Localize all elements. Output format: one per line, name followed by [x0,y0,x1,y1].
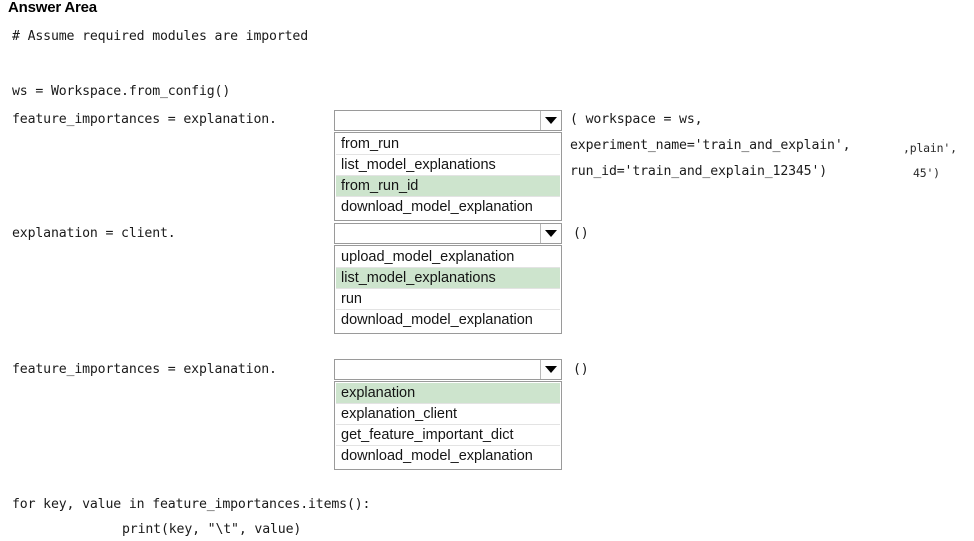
ghost-text-plain: ,plain', [903,141,957,155]
dropdown-3-option-1[interactable]: explanation_client [336,404,560,425]
dropdown-1[interactable]: from_run list_model_explanations from_ru… [334,110,562,221]
trailing-parens-3: () [573,362,589,377]
chevron-down-icon[interactable] [540,111,561,130]
dropdown-2-option-0[interactable]: upload_model_explanation [336,247,560,268]
dropdown-1-option-list[interactable]: from_run list_model_explanations from_ru… [334,132,562,221]
code-line-feature-importances-2: feature_importances = explanation. [12,362,277,377]
dropdown-3-option-2[interactable]: get_feature_important_dict [336,425,560,446]
dropdown-1-option-1[interactable]: list_model_explanations [336,155,560,176]
dropdown-1-box[interactable] [334,110,562,131]
dropdown-3-option-0[interactable]: explanation [336,383,560,404]
dropdown-2-option-list[interactable]: upload_model_explanation list_model_expl… [334,245,562,334]
chevron-down-icon[interactable] [540,360,561,379]
dropdown-3-option-3[interactable]: download_model_explanation [336,446,560,467]
args-line-run-id: run_id='train_and_explain_12345') [570,164,828,179]
code-line-ws-assign: ws = Workspace.from_config() [12,84,231,99]
code-line-comment: # Assume required modules are imported [12,29,309,44]
code-line-feature-importances-1: feature_importances = explanation. [12,112,277,127]
args-line-experiment-name: experiment_name='train_and_explain', [570,138,851,153]
args-line-workspace: ( workspace = ws, [570,112,703,127]
code-line-print: print(key, "\t", value) [122,522,302,537]
dropdown-2-option-3[interactable]: download_model_explanation [336,310,560,331]
ghost-text-45: 45') [913,166,940,180]
dropdown-1-option-0[interactable]: from_run [336,134,560,155]
dropdown-2-option-2[interactable]: run [336,289,560,310]
dropdown-2-box[interactable] [334,223,562,244]
dropdown-1-option-3[interactable]: download_model_explanation [336,197,560,218]
code-line-for-loop: for key, value in feature_importances.it… [12,497,371,512]
dropdown-3[interactable]: explanation explanation_client get_featu… [334,359,562,470]
dropdown-2[interactable]: upload_model_explanation list_model_expl… [334,223,562,334]
dropdown-3-box[interactable] [334,359,562,380]
dropdown-3-option-list[interactable]: explanation explanation_client get_featu… [334,381,562,470]
page-title: Answer Area [8,0,97,16]
dropdown-1-option-2[interactable]: from_run_id [336,176,560,197]
trailing-parens-2: () [573,226,589,241]
chevron-down-icon[interactable] [540,224,561,243]
code-line-explanation-client: explanation = client. [12,226,176,241]
dropdown-2-option-1[interactable]: list_model_explanations [336,268,560,289]
